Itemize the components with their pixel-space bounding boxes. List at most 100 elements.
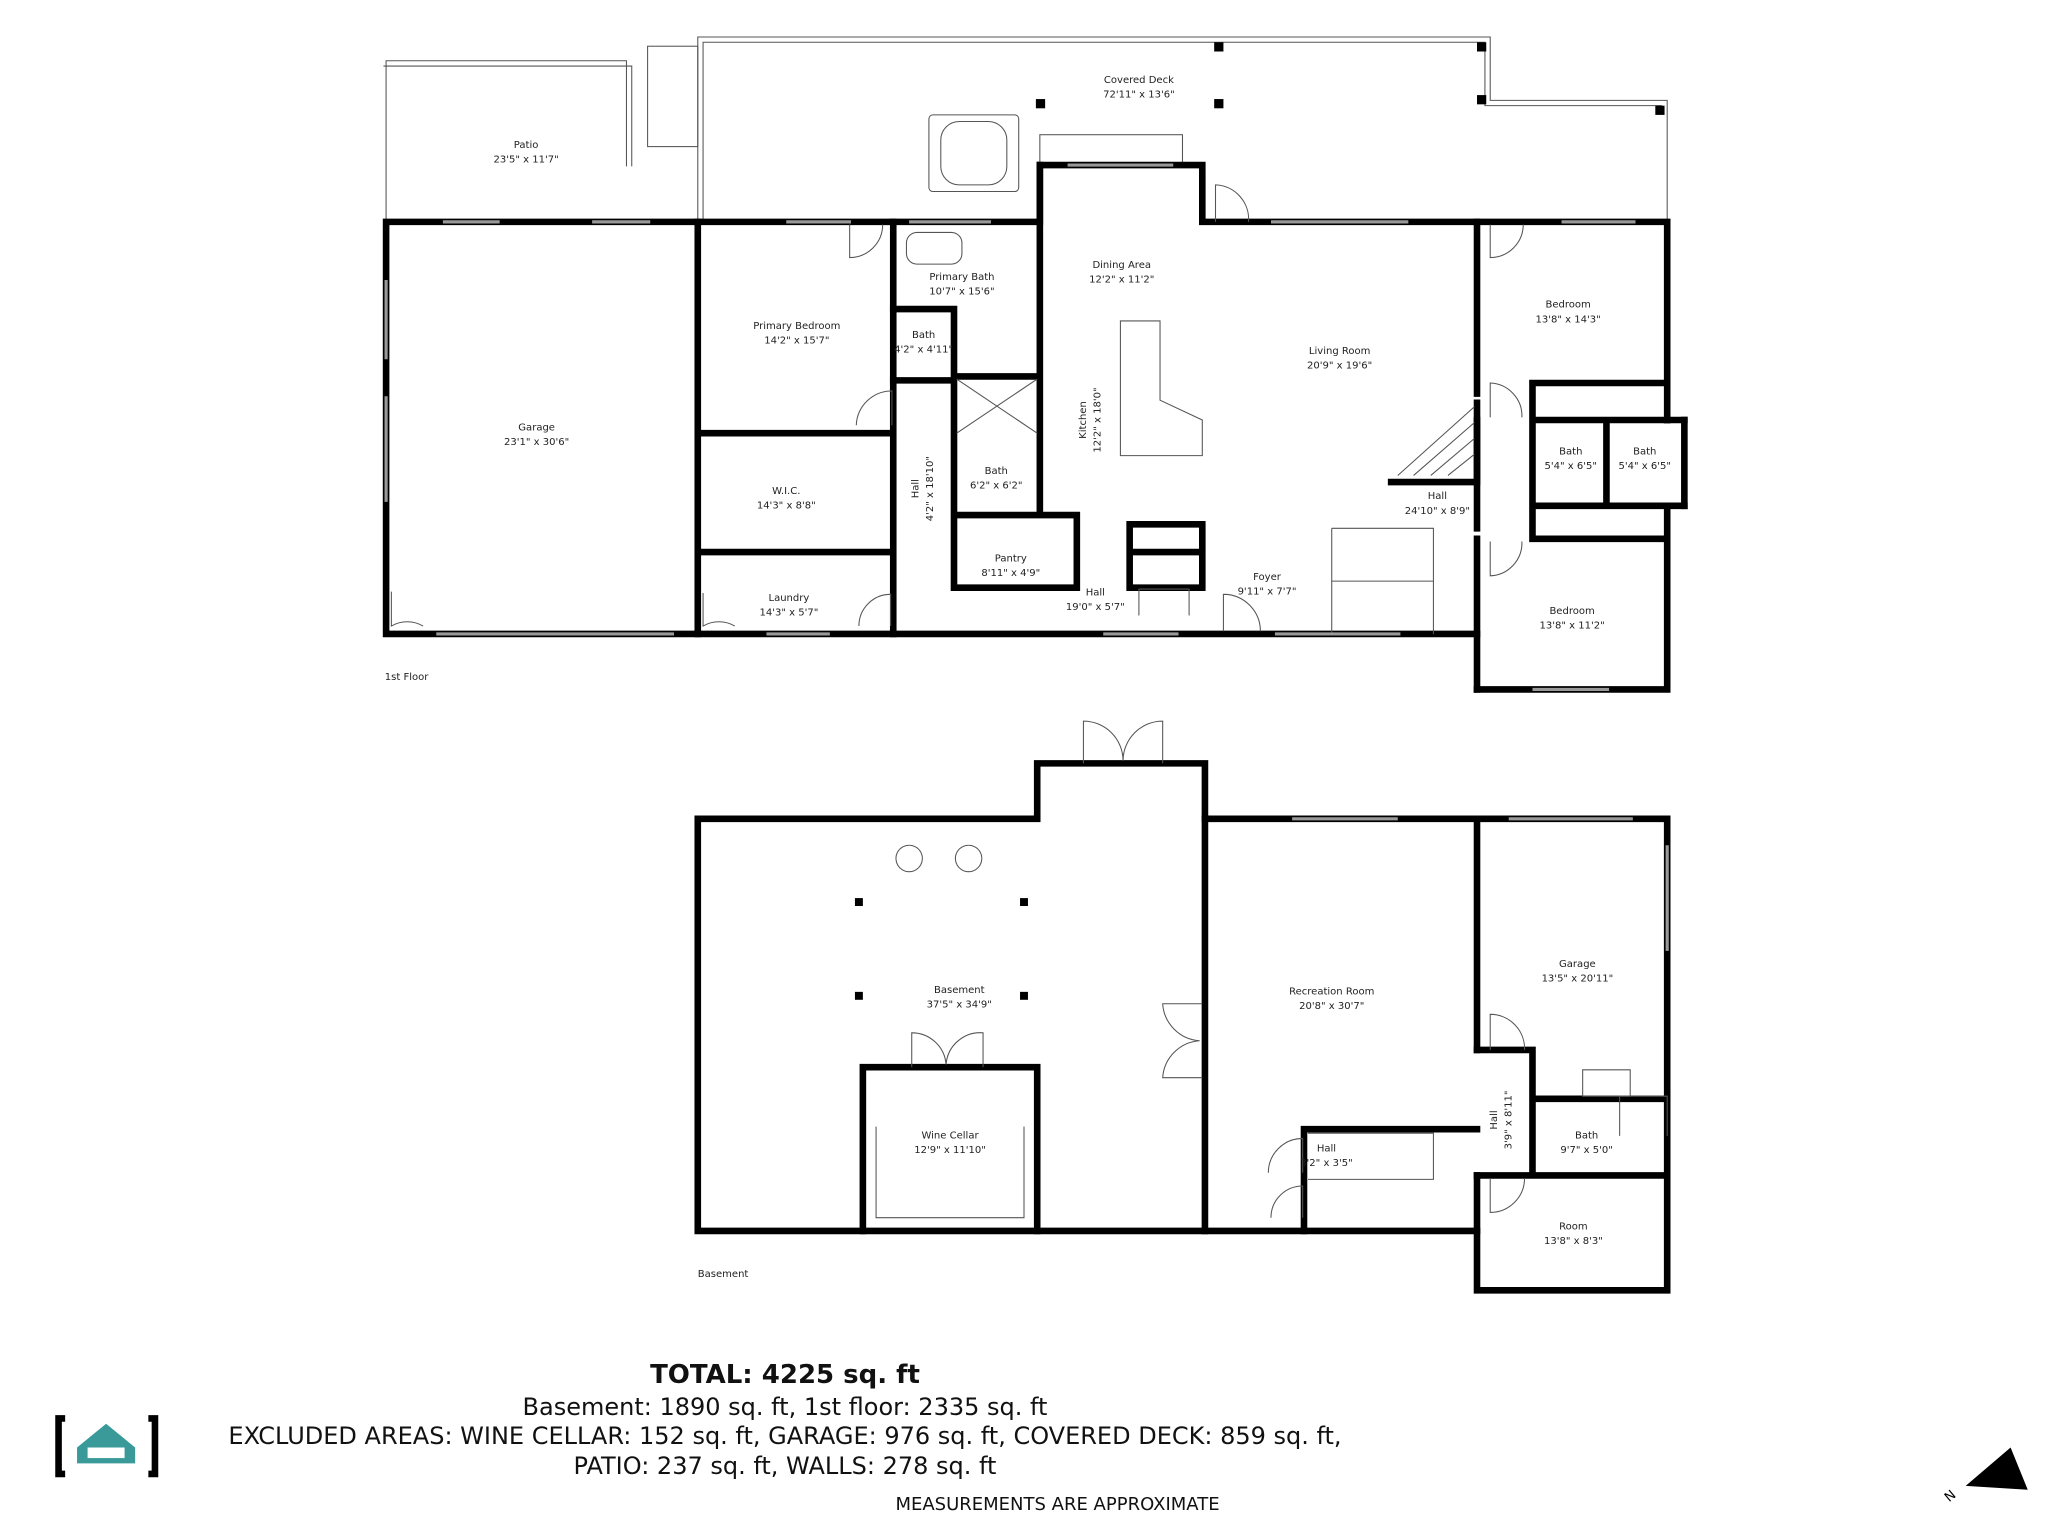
room-name: Living Room (1309, 346, 1370, 357)
kitchen-island (1119, 320, 1203, 457)
room-name: Bath (912, 330, 935, 341)
excluded-areas-line-1: EXCLUDED AREAS: WINE CELLAR: 152 sq. ft,… (228, 1422, 1342, 1450)
room-name: Hall (1428, 491, 1447, 502)
room-dimensions: 13'8" x 14'3" (1536, 314, 1601, 325)
room-dimensions: 23'1" x 30'6" (504, 437, 569, 448)
room-dimensions: 20'9" x 19'6" (1307, 360, 1372, 371)
room-label: Bath 5'4" x 6'5" (1618, 446, 1671, 472)
room-dimensions: 24'10" x 8'9" (1405, 506, 1470, 517)
basement-floor (694, 720, 1671, 1294)
room-name: Garage (518, 423, 555, 434)
room-name: Primary Bath (929, 272, 994, 283)
room-label: Bath 6'2" x 6'2" (970, 466, 1023, 492)
total-area: TOTAL: 4225 sq. ft (650, 1360, 920, 1390)
room-name: Hall (1086, 588, 1105, 599)
room-name: Wine Cellar (921, 1130, 979, 1141)
room-label: Patio 23'5" x 11'7" (493, 140, 558, 166)
room-dimensions: 20'8" x 30'7" (1299, 1001, 1364, 1012)
room-name: Basement (934, 985, 985, 996)
bathtub (905, 231, 963, 265)
room-name: Kitchen (1078, 401, 1089, 439)
excluded-areas-line-2: PATIO: 237 sq. ft, WALLS: 278 sq. ft (573, 1452, 997, 1480)
room-name: Patio (514, 140, 539, 151)
room-name: Dining Area (1092, 260, 1151, 271)
room-label: Recreation Room 20'8" x 30'7" (1289, 987, 1374, 1013)
room-dimensions: 10'7" x 15'6" (929, 287, 994, 298)
room-label: Garage 23'1" x 30'6" (504, 423, 569, 449)
room-dimensions: 14'3" x 8'8" (757, 500, 816, 511)
room-name: Laundry (768, 593, 809, 604)
room-dimensions: 9'7" x 5'0" (1560, 1145, 1613, 1156)
room-label: Primary Bedroom 14'2" x 15'7" (753, 321, 840, 347)
room-name: W.I.C. (772, 486, 800, 497)
room-name: Bath (1575, 1130, 1598, 1141)
room-dimensions: 8'11" x 4'9" (981, 568, 1040, 579)
room-label: Foyer 9'11" x 7'7" (1238, 572, 1297, 598)
room-dimensions: 12'9" x 11'10" (914, 1145, 986, 1156)
deck-stairs (647, 45, 699, 148)
room-dimensions: 72'11" x 13'6" (1103, 90, 1175, 101)
room-name: Recreation Room (1289, 987, 1374, 998)
room-name: Hall (910, 479, 921, 498)
room-dimensions: 3'9" x 8'11" (1503, 1091, 1514, 1150)
room-label: Covered Deck 72'11" x 13'6" (1103, 75, 1175, 101)
room-name: Bath (1559, 446, 1582, 457)
room-label: Dining Area 12'2" x 11'2" (1089, 260, 1154, 286)
room-label: Bedroom 13'8" x 14'3" (1536, 300, 1601, 326)
room-dimensions: 6'2" x 6'2" (970, 481, 1023, 492)
room-name: Bath (985, 466, 1008, 477)
room-label: Living Room 20'9" x 19'6" (1307, 346, 1372, 372)
logo (55, 1415, 159, 1478)
room-dimensions: 4'2" x 4'11" (894, 345, 953, 356)
room-label: Hall 4'2" x 18'10" (910, 456, 936, 521)
room-labels: Patio 23'5" x 11'7" Covered Deck 72'11" x 1… (493, 75, 1671, 1247)
room-dimensions: 13'8" x 8'3" (1544, 1236, 1603, 1247)
room-name: Bedroom (1545, 300, 1590, 311)
room-dimensions: 19'0" x 5'7" (1066, 602, 1125, 613)
hot-tub (928, 114, 1020, 193)
room-label: Bath 4'2" x 4'11" (894, 330, 953, 356)
first-floor (382, 36, 1688, 693)
room-dimensions: 12'2" x 11'2" (1089, 275, 1154, 286)
room-label: Hall 24'10" x 8'9" (1405, 491, 1470, 517)
room-dimensions: 12'2" x 18'0" (1093, 387, 1104, 452)
room-dimensions: 13'5" x 20'11" (1542, 973, 1614, 984)
room-name: Room (1559, 1222, 1588, 1233)
room-dimensions: 37'5" x 34'9" (927, 1000, 992, 1011)
room-label: Garage 13'5" x 20'11" (1542, 959, 1614, 985)
room-dimensions: 23'5" x 11'7" (493, 154, 558, 165)
floor-label-1st: 1st Floor (385, 672, 430, 683)
room-name: Primary Bedroom (753, 321, 840, 332)
disclaimer: MEASUREMENTS ARE APPROXIMATE (895, 1494, 1220, 1515)
room-label: Kitchen 12'2" x 18'0" (1078, 387, 1104, 452)
room-dimensions: 4'2" x 18'10" (925, 456, 936, 521)
room-name: Pantry (995, 553, 1027, 564)
room-label: Hall 3'2" x 3'5" (1300, 1144, 1353, 1170)
room-label: Room 13'8" x 8'3" (1544, 1222, 1603, 1248)
floor-label-basement: Basement (698, 1269, 749, 1280)
room-name: Garage (1559, 959, 1596, 970)
room-label: Wine Cellar 12'9" x 11'10" (914, 1130, 986, 1156)
room-label: W.I.C. 14'3" x 8'8" (757, 486, 816, 512)
room-name: Foyer (1253, 572, 1282, 583)
room-name: Hall (1317, 1144, 1336, 1155)
room-label: Bedroom 13'8" x 11'2" (1539, 606, 1604, 632)
room-dimensions: 13'8" x 11'2" (1539, 621, 1604, 632)
room-name: Bath (1633, 446, 1656, 457)
room-dimensions: 3'2" x 3'5" (1300, 1158, 1353, 1169)
room-label: Bath 9'7" x 5'0" (1560, 1130, 1613, 1156)
room-label: Basement 37'5" x 34'9" (927, 985, 992, 1011)
room-label: Primary Bath 10'7" x 15'6" (929, 272, 994, 298)
room-name: Hall (1489, 1110, 1500, 1129)
room-dimensions: 14'2" x 15'7" (764, 335, 829, 346)
room-label: Pantry 8'11" x 4'9" (981, 553, 1040, 579)
floor-areas: Basement: 1890 sq. ft, 1st floor: 2335 s… (522, 1393, 1048, 1421)
room-dimensions: 9'11" x 7'7" (1238, 586, 1297, 597)
room-name: Covered Deck (1104, 75, 1174, 86)
room-name: Bedroom (1549, 606, 1594, 617)
room-dimensions: 5'4" x 6'5" (1618, 461, 1671, 472)
